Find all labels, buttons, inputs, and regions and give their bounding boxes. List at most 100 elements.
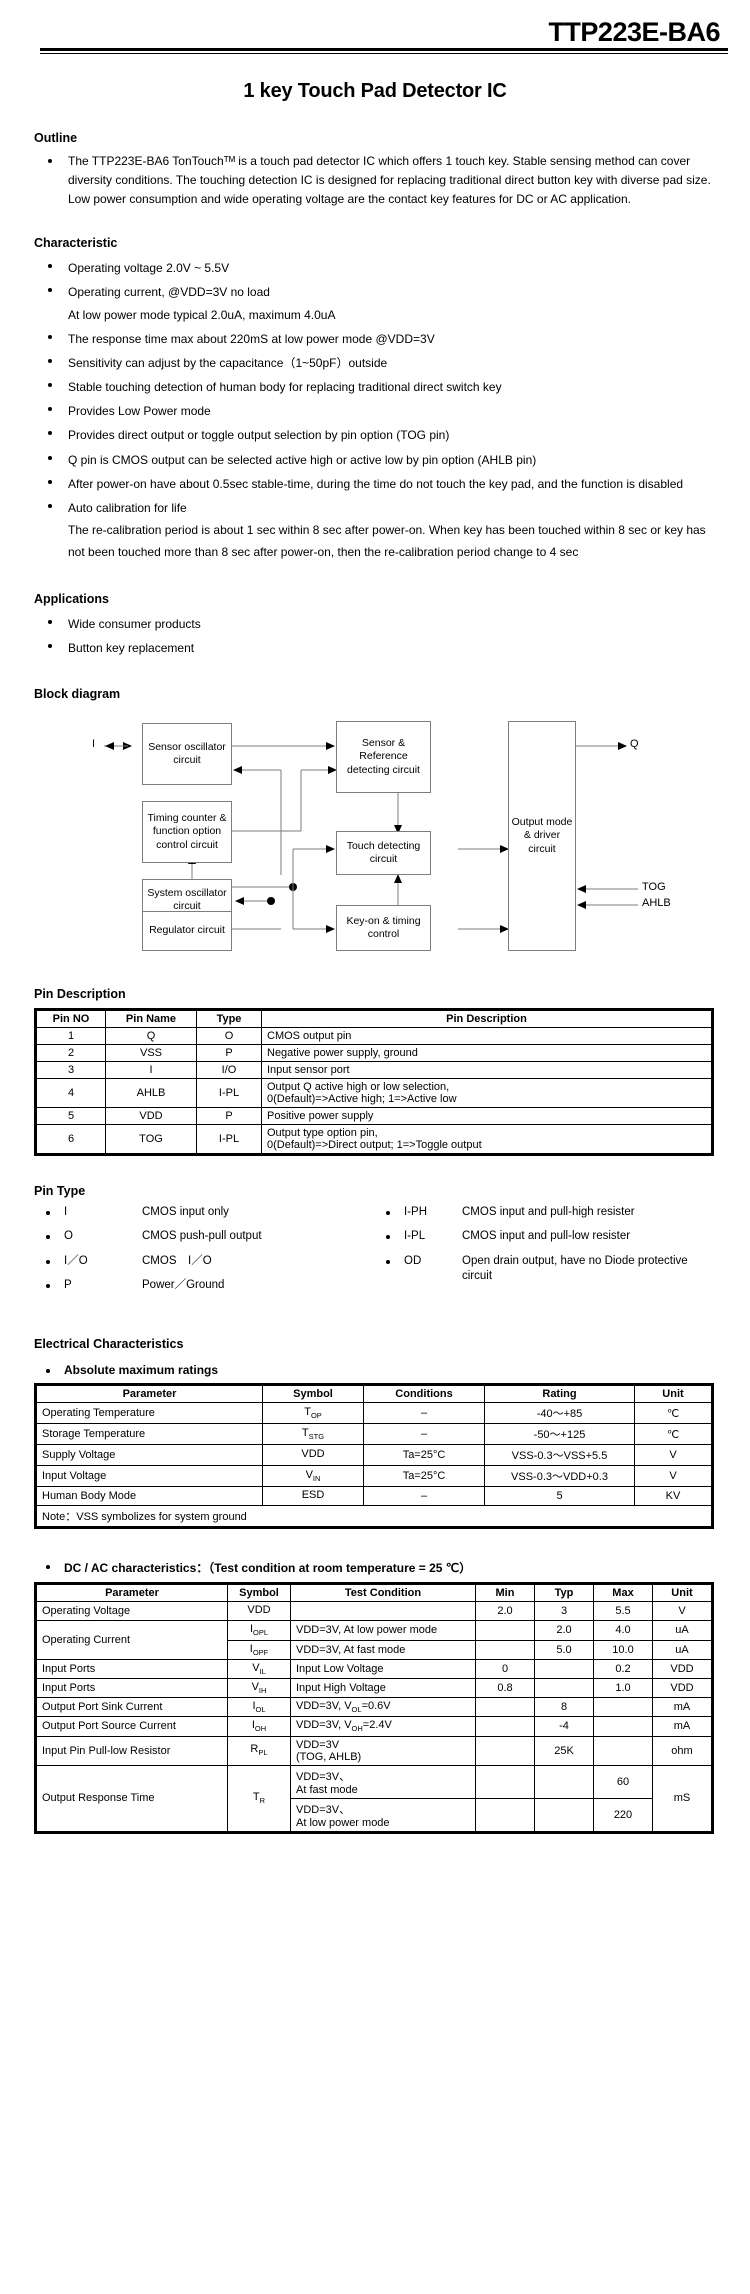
cell-typ [534, 1797, 594, 1832]
cell-unit: mA [652, 1716, 712, 1737]
cell-description-line1: Output type option pin, [267, 1126, 378, 1139]
cell-description: Positive power supply [261, 1106, 712, 1125]
symbol-base: I [251, 1719, 255, 1732]
cell-unit: mS [652, 1764, 712, 1832]
block-key-on-timing: Key-on & timing control [336, 904, 431, 951]
cond-line1: VDD=3V、 [296, 1803, 351, 1816]
outline-heading: Outline [34, 131, 78, 146]
cell-typ: 5.0 [534, 1639, 594, 1660]
cell-test-condition: Input Low Voltage [290, 1658, 476, 1679]
col-unit: Unit [634, 1385, 712, 1403]
cell-test-condition: VDD=3V, VOL=0.6V [290, 1697, 476, 1718]
outline-list: The TTP223E-BA6 TonTouchᵀᴹ is a touch pa… [34, 152, 714, 208]
characteristic-text: Auto calibration for life [68, 501, 187, 515]
symbol-base: R [250, 1743, 259, 1756]
table-row: 2 VSS P Negative power supply, ground [36, 1043, 712, 1062]
cond-line1: VDD=3V、 [296, 1770, 351, 1783]
page-header: TTP223E-BA6 1 key Touch Pad Detector IC [0, 0, 750, 103]
cell-max: 60 [593, 1764, 653, 1799]
col-conditions: Conditions [363, 1385, 485, 1403]
col-parameter: Parameter [36, 1385, 263, 1403]
characteristic-subtext: The re-calibration period is about 1 sec… [68, 523, 706, 560]
cell-description-line2: 0(Default)=>Active high; 1=>Active low [267, 1092, 457, 1105]
cell-typ: 2.0 [534, 1620, 594, 1641]
pin-description-heading: Pin Description [34, 986, 126, 1001]
cond-subscript: OH [351, 1724, 363, 1734]
block-output-mode-driver: Output mode & driver circuit [508, 720, 576, 951]
cell-description-line1: Output Q active high or low selection, [267, 1080, 450, 1093]
absolute-max-subheading: Absolute maximum ratings [34, 1363, 714, 1377]
list-item: P Power／Ground [34, 1278, 374, 1294]
col-parameter: Parameter [36, 1584, 228, 1603]
applications-list: Wide consumer products Button key replac… [34, 613, 714, 659]
col-symbol: Symbol [227, 1584, 291, 1603]
col-pin-name: Pin Name [105, 1009, 197, 1028]
block-diagram-heading: Block diagram [34, 686, 121, 701]
table-row: Output Port Source Current IOH VDD=3V, V… [36, 1716, 712, 1737]
characteristic-text: Operating voltage 2.0V ~ 5.5V [68, 261, 230, 276]
cell-pin-no: 5 [36, 1106, 106, 1125]
cell-pin-no: 1 [36, 1026, 106, 1045]
col-max: Max [593, 1584, 653, 1603]
cell-test-condition: VDD=3V、 At low power mode [290, 1797, 476, 1832]
cell-max: 5.5 [593, 1601, 653, 1622]
cell-parameter: Human Body Mode [36, 1485, 263, 1507]
cell-parameter: Storage Temperature [36, 1423, 263, 1445]
cond-line2: (TOG, AHLB) [296, 1750, 362, 1763]
col-typ: Typ [534, 1584, 594, 1603]
characteristic-subtext: At low power mode typical 2.0uA, maximum… [68, 307, 336, 322]
cell-symbol: TR [227, 1764, 291, 1832]
cond-line1: VDD=3V [296, 1738, 340, 1751]
col-unit: Unit [652, 1584, 712, 1603]
pin-label-ahlb: AHLB [642, 896, 671, 909]
document-title: 1 key Touch Pad Detector IC [243, 80, 507, 103]
cond-tail: =2.4V [362, 1719, 392, 1732]
list-item: Provides Low Power mode [34, 400, 714, 422]
cell-unit: V [634, 1444, 712, 1466]
cell-pin-name: VSS [105, 1043, 197, 1062]
cell-min [475, 1620, 535, 1641]
cell-pin-no: 3 [36, 1060, 106, 1079]
characteristic-text: Stable touching detection of human body … [68, 380, 502, 395]
list-item: OD Open drain output, have no Diode prot… [374, 1254, 714, 1285]
cell-symbol: TOP [262, 1402, 364, 1424]
absolute-max-table: Parameter Symbol Conditions Rating Unit … [36, 1385, 712, 1528]
characteristic-text: Provides Low Power mode [68, 404, 211, 419]
list-item: I／O CMOS I／O [34, 1254, 374, 1270]
cell-symbol: VIH [227, 1677, 291, 1699]
cell-type: P [196, 1106, 262, 1125]
table-row: Operating Current IOPL VDD=3V, At low po… [36, 1620, 712, 1660]
cell-type: O [196, 1026, 262, 1045]
list-item: Auto calibration for life The re-calibra… [34, 497, 714, 564]
block-diagram: Sensor oscillator circuit Timing counter… [34, 715, 714, 967]
pin-description-table: Pin NO Pin Name Type Pin Description 1 Q… [36, 1009, 712, 1154]
characteristic-text: The response time max about 220mS at low… [68, 331, 435, 346]
cell-test-condition [290, 1601, 476, 1622]
application-text: Wide consumer products [68, 616, 201, 631]
symbol-base: VDD [247, 1604, 271, 1617]
cell-pin-name: TOG [105, 1123, 197, 1154]
pin-type-value: CMOS input and pull-low resister [462, 1230, 631, 1243]
col-min: Min [475, 1584, 535, 1603]
block-sensor-reference: Sensor & Reference detecting circuit [336, 720, 431, 793]
application-text: Button key replacement [68, 640, 195, 655]
pin-type-value: CMOS push-pull output [142, 1230, 262, 1243]
characteristic-text: After power-on have about 0.5sec stable-… [68, 476, 684, 491]
table-row: Input Pin Pull-low Resistor RPL VDD=3V (… [36, 1735, 712, 1766]
pin-type-value: Open drain output, have no Diode protect… [462, 1254, 688, 1283]
cell-parameter: Supply Voltage [36, 1444, 263, 1466]
table-row: Operating Voltage VDD 2.0 3 5.5 V [36, 1601, 712, 1622]
cell-symbol: IOPF [227, 1639, 291, 1660]
pin-description-table-shell: Pin NO Pin Name Type Pin Description 1 Q… [34, 1007, 714, 1156]
cell-min [475, 1697, 535, 1718]
cond-line2: At fast mode [296, 1783, 358, 1796]
symbol-subscript: PL [258, 1748, 268, 1758]
cell-max [593, 1716, 653, 1737]
col-type: Type [196, 1009, 262, 1028]
pin-type-key: I-PL [404, 1230, 426, 1243]
pin-type-value: CMOS input and pull-high resister [462, 1205, 635, 1218]
cell-symbol: VDD [227, 1601, 291, 1622]
characteristic-list: Operating voltage 2.0V ~ 5.5V Operating … [34, 257, 714, 563]
table-row: Supply Voltage VDD Ta=25°C VSS-0.3～VSS+5… [36, 1444, 712, 1466]
cell-symbol: TSTG [262, 1423, 364, 1445]
